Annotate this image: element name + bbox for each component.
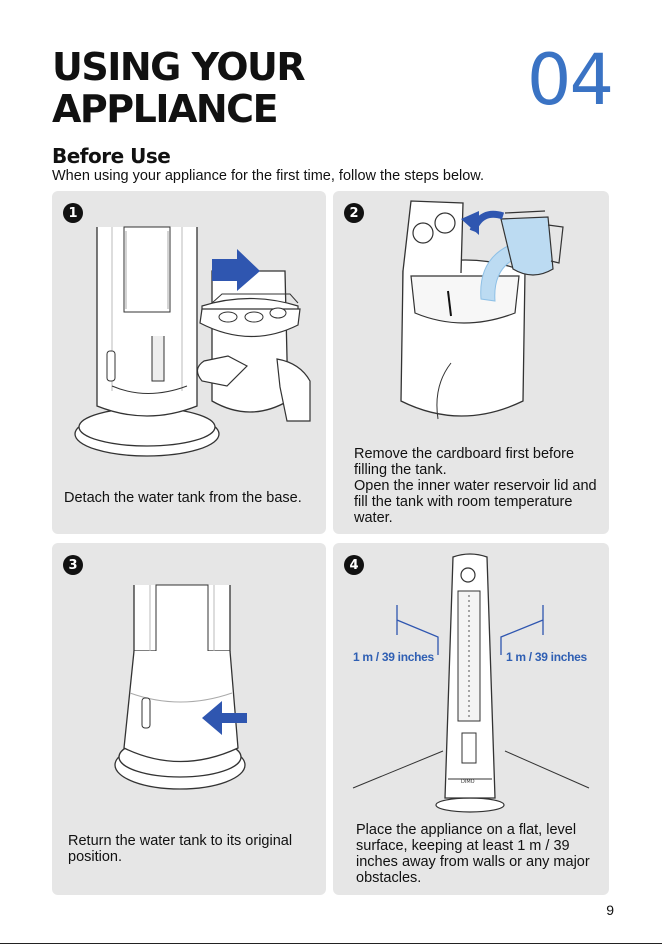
section-intro: When using your appliance for the first … — [52, 168, 484, 184]
detach-tank-illustration — [74, 226, 311, 457]
return-tank-illustration — [114, 584, 247, 790]
step-3-caption: Return the water tank to its original po… — [68, 833, 293, 865]
step-2-badge: 2 — [344, 203, 364, 223]
chapter-number: 04 — [526, 39, 614, 121]
step-1-card: 1 Detach the water tank from the base. — [52, 191, 326, 534]
fill-tank-illustration — [400, 200, 564, 420]
step-2-card: 2 Remove the cardboard first before fill… — [333, 191, 609, 534]
bottom-rule — [0, 943, 662, 944]
step-1-badge: 1 — [63, 203, 83, 223]
title-line-1: USING YOUR — [52, 45, 306, 89]
step-1-caption: Detach the water tank from the base. — [64, 490, 302, 506]
svg-text:DIMO: DIMO — [461, 779, 475, 785]
step-4-card: 4 DIMO 1 m / 39 inches 1 m / 39 inches P… — [333, 543, 609, 895]
placement-illustration: DIMO — [352, 553, 590, 813]
distance-label-right: 1 m / 39 inches — [506, 650, 587, 664]
step-2-caption-line-2: Open the inner water reservoir lid and f… — [354, 478, 597, 526]
page-number: 9 — [606, 902, 614, 918]
step-4-caption: Place the appliance on a flat, level sur… — [356, 822, 590, 886]
step-2-caption-line-1: Remove the cardboard first before fillin… — [354, 446, 575, 478]
distance-label-left: 1 m / 39 inches — [353, 650, 434, 664]
step-2-caption: Remove the cardboard first before fillin… — [354, 446, 602, 526]
step-3-badge: 3 — [63, 555, 83, 575]
page-title: USING YOUR APPLIANCE — [52, 45, 306, 131]
title-line-2: APPLIANCE — [52, 87, 279, 131]
step-4-badge: 4 — [344, 555, 364, 575]
section-heading: Before Use — [52, 144, 171, 168]
step-3-card: 3 Return the water tank to its original … — [52, 543, 326, 895]
